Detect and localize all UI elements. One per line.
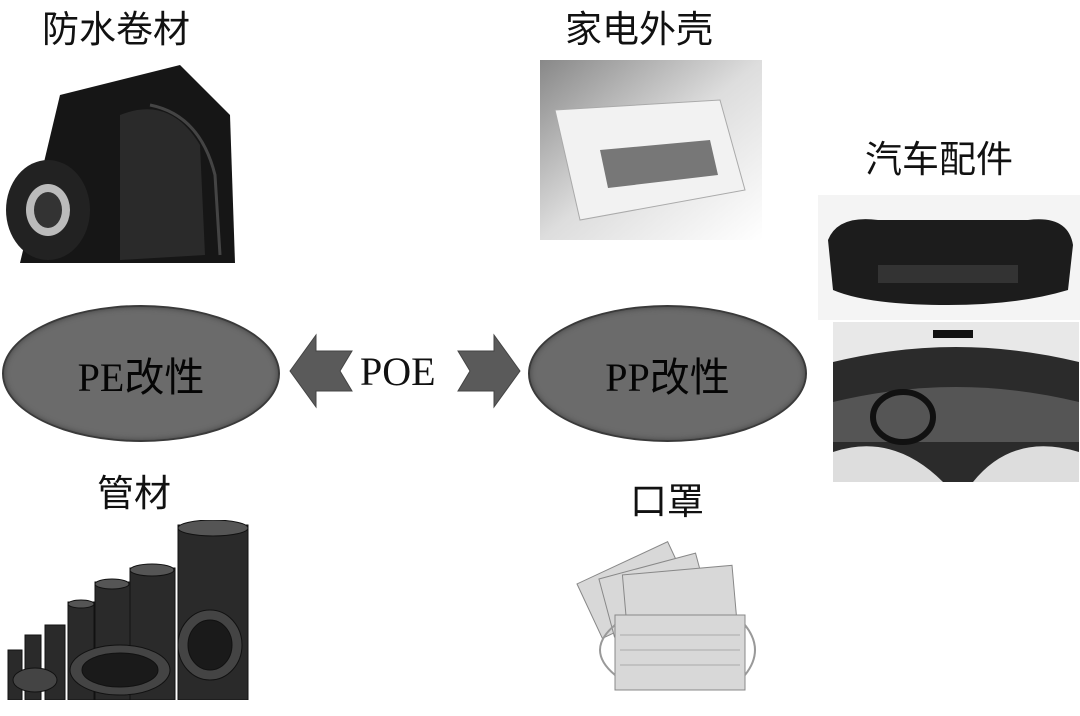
left-arrow-icon xyxy=(289,333,353,409)
bumper-image xyxy=(818,195,1080,320)
pe-modification-node: PE改性 xyxy=(2,305,280,442)
pipes-image xyxy=(7,520,249,700)
waterproof-membrane-image xyxy=(6,65,235,263)
label-pipes: 管材 xyxy=(97,474,171,515)
pp-node-label: PP改性 xyxy=(605,354,730,400)
pp-modification-node: PP改性 xyxy=(528,305,807,442)
pe-node-label: PE改性 xyxy=(77,354,205,400)
masks-image xyxy=(576,541,756,691)
label-appliance-housing: 家电外壳 xyxy=(565,10,713,51)
label-masks: 口罩 xyxy=(630,482,704,523)
label-waterproof-membrane: 防水卷材 xyxy=(42,10,190,51)
poe-label: POE xyxy=(360,349,436,394)
label-auto-parts: 汽车配件 xyxy=(865,140,1013,181)
car-interior-image xyxy=(833,322,1079,482)
appliance-housing-image xyxy=(540,60,762,240)
right-arrow-icon xyxy=(457,333,521,409)
